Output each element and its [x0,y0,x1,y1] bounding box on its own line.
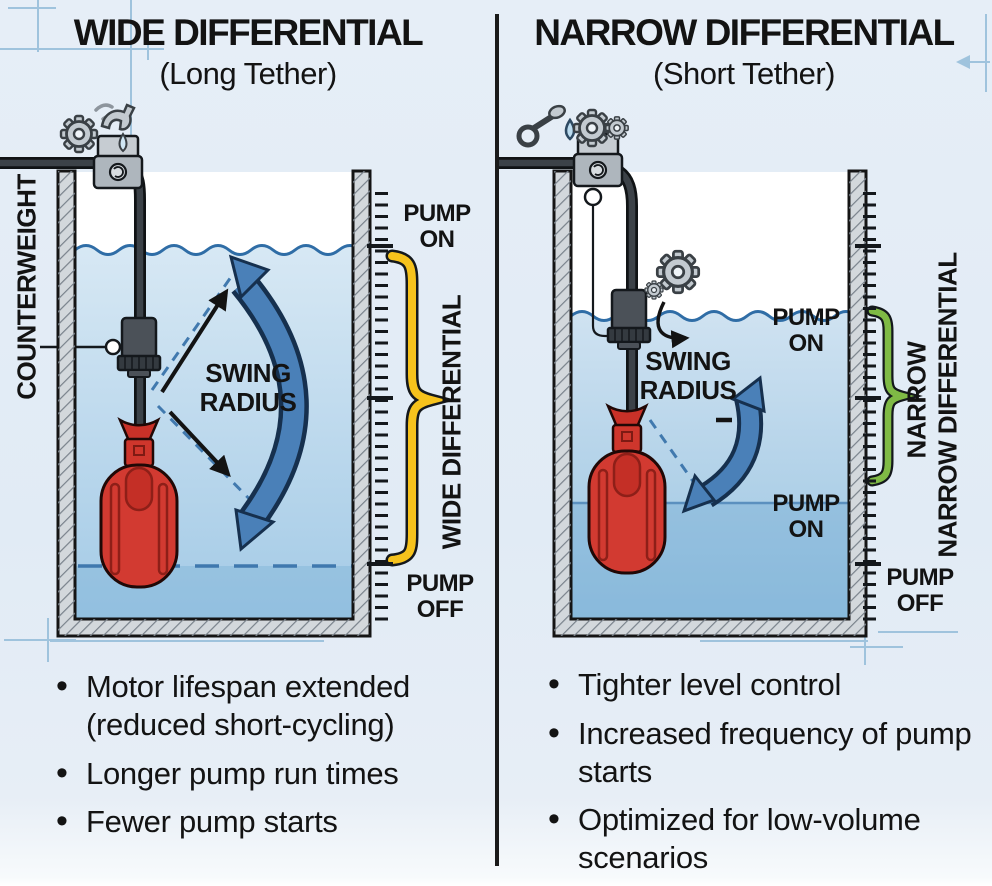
right-tank [497,132,868,638]
blueprint-arrow-icon [956,55,970,69]
right-icon-cluster [516,104,630,148]
list-item: Increased frequency of pump starts [548,713,984,791]
cable-clamp [92,134,144,190]
narrow-differential-brace [868,307,915,485]
ruler-tick-pump-off [367,562,393,566]
list-item: Optimized for low-volume scenarios [548,799,984,877]
narrow-label: NARROW [901,341,932,459]
counterweight-leader-dot [104,338,122,356]
left-level-ruler [375,192,388,624]
faucet-icon [516,104,566,148]
left-pump-on-label: PUMP ON [403,200,471,254]
right-pump-on-upper-label: PUMP ON [772,304,840,358]
right-panel-subtitle: (Short Tether) [653,56,835,91]
list-item: Tighter level control [548,664,984,705]
narrow-differential-label: NARROW DIFFERENTIAL [932,252,963,558]
list-item: Longer pump run times [56,753,480,794]
left-panel-title: WIDE DIFFERENTIAL [73,12,424,53]
gear-small-icon [604,115,630,141]
gear-icon [59,114,99,154]
swing-arrow-up-head [228,254,271,300]
right-swing-geometry [648,375,766,514]
left-panel-subtitle: (Long Tether) [159,56,337,91]
wide-differential-brace [388,252,447,564]
counterweight-label: COUNTERWEIGHT [11,174,42,400]
gear-icon [572,108,612,148]
left-swing-geometry [150,254,309,552]
right-benefits-list: Tighter level control Increased frequenc… [548,664,984,886]
ruler-tick-pump-on [855,244,881,248]
ruler-tick-pump-off [855,562,881,566]
counterweight [606,288,652,351]
faucet-icon [100,103,136,153]
list-item: Fewer pump starts [56,801,480,842]
short-tether-wire [591,205,614,338]
swing-arrow-up-head [729,375,766,414]
left-benefits-list: Motor lifespan extended (reduced short-c… [56,666,480,852]
left-water-surface-line [74,244,362,256]
right-pump-off-label: PUMP OFF [886,564,954,618]
right-level-ruler [863,192,876,624]
ruler-tick-pump-on [367,244,393,248]
rotate-arrow-icon [656,301,690,349]
left-pump-off-label: PUMP OFF [406,570,474,624]
list-item: Motor lifespan extended (reduced short-c… [56,666,480,744]
swing-arrow-down-head [681,472,717,514]
gear-small-icon [644,280,664,300]
panel-divider [495,14,499,866]
left-tank [0,134,372,638]
left-swing-radius-label: SWING RADIUS [199,358,297,418]
swing-arrow-down-head [234,507,277,552]
wide-differential-label: WIDE DIFFERENTIAL [436,294,467,550]
right-panel-title: NARROW DIFFERENTIAL [534,12,955,53]
gear-icon [655,249,701,295]
left-icon-cluster [59,103,136,154]
right-swing-radius-label: SWING RADIUS [639,346,737,406]
ruler-tick-mid [367,396,393,400]
ruler-tick-mid [855,396,881,400]
water-drop-icon [564,117,576,141]
blueprint-lines [0,0,990,665]
tether-anchor-dot [583,187,603,207]
right-pump-on-lower-label: PUMP ON [772,490,840,544]
counterweight [116,316,162,379]
